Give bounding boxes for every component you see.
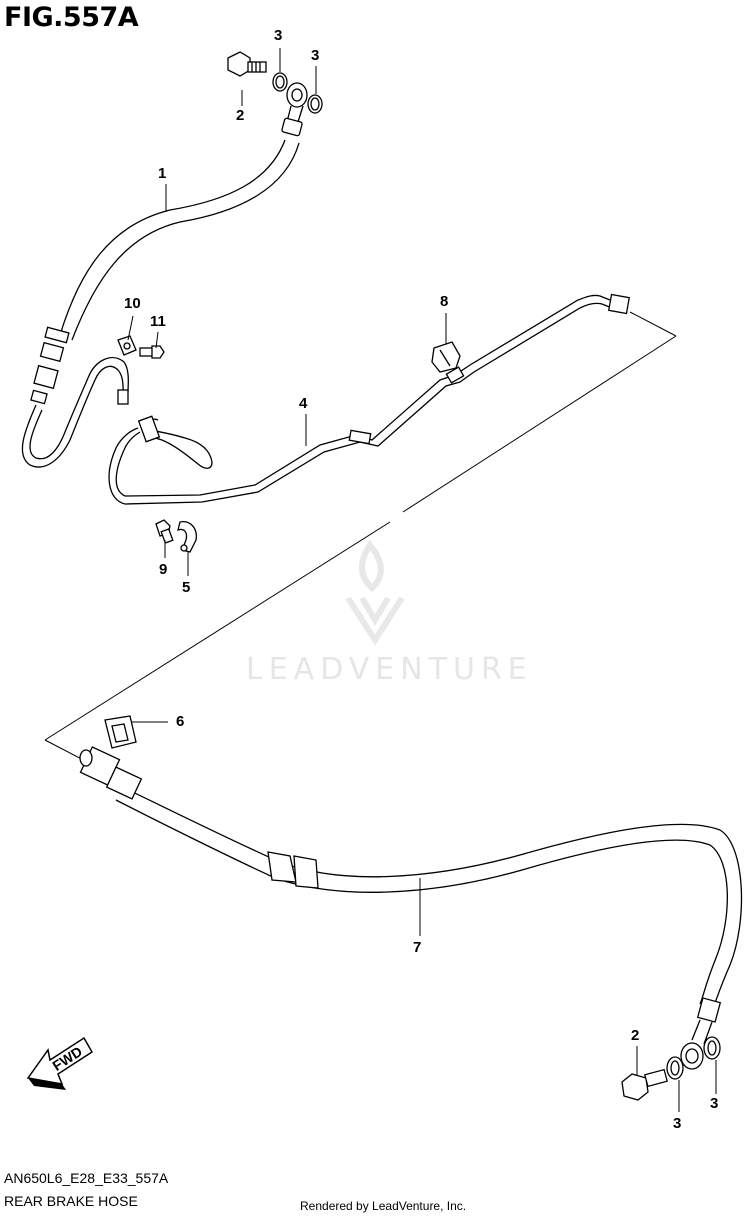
leader-lines (127, 48, 717, 1112)
washer-top-right (307, 94, 323, 114)
callout-4: 4 (299, 395, 308, 412)
callout-7: 7 (413, 939, 422, 956)
brake-hose-upper (21, 82, 308, 468)
callout-3-top-right: 3 (311, 47, 320, 64)
assembly-line (44, 311, 677, 767)
watermark-text: LEADVENTURE (246, 652, 533, 687)
callout-2-bottom: 2 (631, 1027, 640, 1044)
fwd-arrow: FWD (26, 1036, 94, 1090)
callout-8: 8 (440, 293, 449, 310)
callout-3-bottom-right: 3 (710, 1095, 719, 1112)
callout-11: 11 (150, 313, 166, 330)
clamp-part-10 (117, 335, 137, 356)
callout-3-top-left: 3 (274, 27, 283, 44)
callout-3-bottom-left: 3 (673, 1115, 682, 1132)
bolt-part-9 (155, 519, 174, 544)
brake-hose-lower (79, 746, 743, 1070)
clip-part-6 (104, 715, 137, 749)
clip-part-8 (431, 341, 461, 373)
callout-9: 9 (159, 561, 168, 578)
washer-bottom-right (703, 1036, 721, 1060)
figure-code: AN650L6_E28_E33_557A (4, 1170, 169, 1186)
callout-5: 5 (182, 579, 191, 596)
washer-top-left (272, 72, 288, 92)
figure-name: REAR BRAKE HOSE (4, 1193, 138, 1209)
rendered-by: Rendered by LeadVenture, Inc. (300, 1199, 467, 1213)
callout-6: 6 (176, 713, 185, 730)
figure-title: FIG.557A (4, 2, 139, 33)
brake-pipe (108, 293, 631, 505)
washer-bottom-left (666, 1056, 684, 1080)
clamp-part-5 (177, 521, 197, 553)
callout-2-top: 2 (236, 107, 245, 124)
watermark-logo (345, 539, 405, 646)
banjo-bolt-bottom (621, 1068, 669, 1101)
callout-10: 10 (124, 295, 141, 312)
banjo-bolt-top (227, 51, 267, 77)
callout-1: 1 (158, 165, 167, 182)
bolt-part-11 (139, 345, 165, 359)
